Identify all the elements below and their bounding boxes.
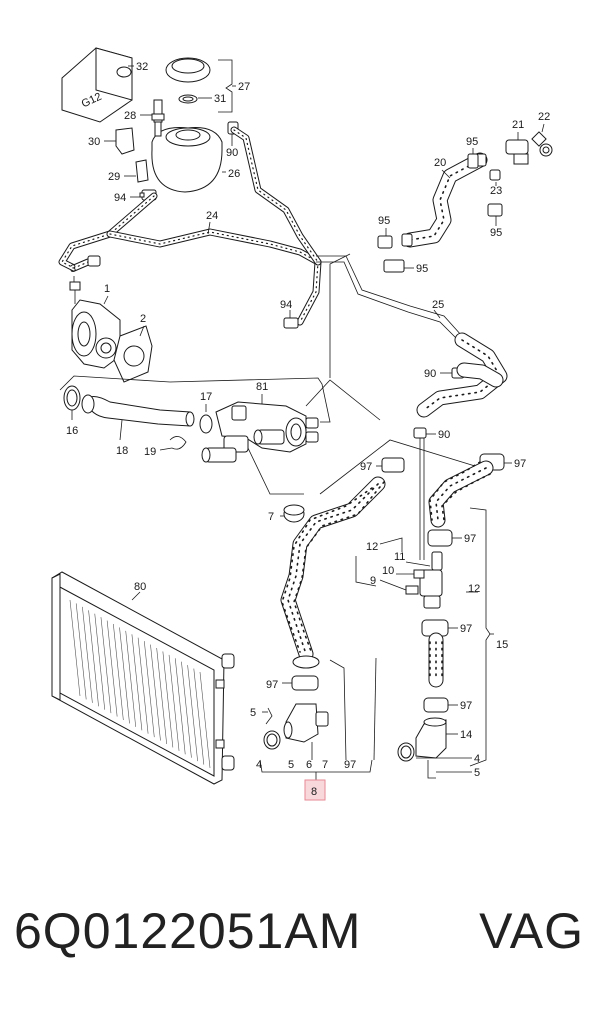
part-callout: 32 [136,61,148,73]
coolant-canister: G12 [61,47,133,123]
part-callout: 4 [474,753,480,765]
part-callout: 97 [464,533,476,545]
part-callout: 90 [424,368,436,380]
radiator-fin [100,617,112,714]
part-callout: 22 [538,111,550,123]
part-callout: 21 [512,119,524,131]
part-callout: 95 [416,263,428,275]
radiator-fin [187,665,198,762]
radiator-fin [82,606,93,703]
part-callout: 97 [266,679,278,691]
part-callout: 97 [360,461,372,473]
part-callout: 31 [214,93,226,105]
flange-6 [283,703,329,743]
coolant-pipe-18 [81,394,195,427]
part-callout: 27 [238,81,250,93]
part-callout: 97 [460,700,472,712]
brand-label: VAG [479,903,584,959]
part-callout: 97 [460,623,472,635]
radiator-fin [75,603,87,700]
radiator [51,571,235,785]
part-callout: 18 [116,445,128,457]
radiator-fin [106,620,118,717]
part-callout: 14 [460,729,472,741]
hose-right-upper [416,332,508,418]
part-callout: 29 [108,171,120,183]
hose-24 [58,126,322,326]
water-pump [71,299,121,369]
radiator-fin [125,630,137,727]
part-callout: 10 [382,565,394,577]
part-callout: 95 [378,215,390,227]
part-callout: 1 [104,283,110,295]
radiator-fin [156,647,167,745]
part-callout: 90 [226,147,238,159]
part-callout: 90 [438,429,450,441]
hose-right-lower [428,632,444,688]
radiator-fin [119,627,130,724]
part-callout: 9 [370,575,376,587]
part-callout: 81 [256,381,268,393]
part-callout: 94 [114,192,126,204]
radiator-fin [150,644,161,741]
part-callout: 15 [496,639,508,651]
radiator-fin [69,599,81,697]
part-callout: 5 [250,707,256,719]
part-callout: 95 [466,136,478,148]
part-callout: 20 [434,157,446,169]
part-callout: 2 [140,313,146,325]
part-callout: 3 [70,263,76,275]
radiator-fin [143,641,155,738]
metal-pipe-25 [316,255,463,341]
radiator-fin [199,671,211,769]
radiator-fin [88,610,99,707]
part-callout: 6 [306,759,312,771]
radiator-fin [193,668,205,765]
part-callout: 28 [124,110,136,122]
radiator-fin [131,634,143,731]
main-hose-left [280,476,386,669]
sensor-assembly [405,551,443,609]
radiator-fin [181,661,192,758]
part-callout: 19 [144,446,156,458]
parts-exploded-diagram: G12 32 27 31 26 28 30 29 94 90 [51,47,553,801]
part-callout: 97 [514,458,526,470]
highlight-label: 8 [311,786,317,798]
highlight-box [304,779,326,801]
radiator-fin [174,658,186,755]
pump-gasket [113,325,153,383]
part-callout: 5 [288,759,294,771]
part-callout: 17 [200,391,212,403]
part-callout: 11 [394,551,405,563]
fitting-21 [505,131,553,165]
radiator-fin [168,654,180,751]
part-callout: 26 [228,168,240,180]
part-callout: 95 [490,227,502,239]
hose-right-top [428,460,494,528]
expansion-tank [151,57,223,193]
bolt [69,281,81,304]
thermostat-housing [201,401,319,463]
radiator-fin [113,623,124,721]
part-callout: 5 [474,767,480,779]
radiator-fin [162,651,174,748]
part-callout: 7 [322,759,328,771]
part-callout: 4 [256,759,262,771]
part-number: 6Q0122051AM [14,903,362,959]
radiator-fin [94,613,106,710]
part-callout: 80 [134,581,146,593]
part-callout: 12 [468,583,480,595]
level-sensor [151,99,165,137]
part-callout: 94 [280,299,292,311]
radiator-fin [137,637,149,734]
part-callout: 7 [268,511,274,523]
part-callout: 23 [490,185,502,197]
part-callout: 16 [66,425,78,437]
part-callout: 25 [432,299,444,311]
part-callout: 12 [366,541,378,553]
elbow-14 [415,717,447,759]
part-callout: 30 [88,136,100,148]
part-callout: 97 [344,759,356,771]
part-callout: 24 [206,210,218,222]
